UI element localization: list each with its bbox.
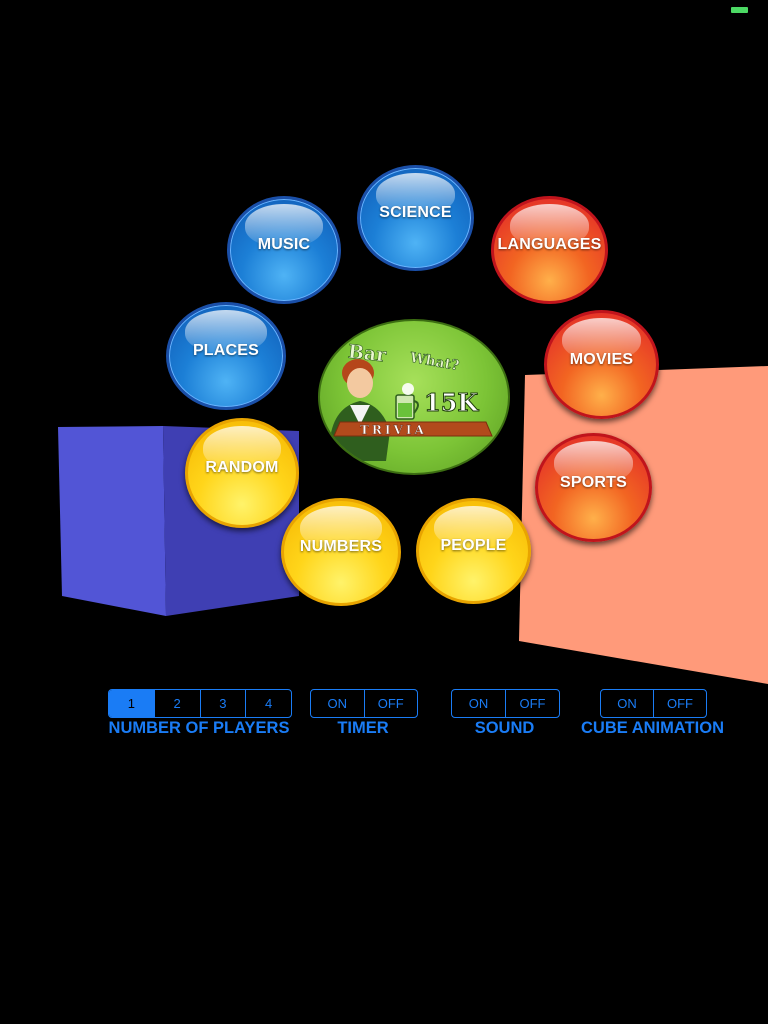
players-option-4[interactable]: 4 xyxy=(245,690,291,717)
places-label: PLACES xyxy=(192,342,260,359)
cube-animation-label: CUBE ANIMATION xyxy=(581,719,724,737)
music-label: MUSIC xyxy=(257,236,311,253)
sound-label: SOUND xyxy=(474,719,535,737)
players-option-3[interactable]: 3 xyxy=(199,690,246,717)
timer-off[interactable]: OFF xyxy=(363,690,418,717)
sports-label: SPORTS xyxy=(560,473,627,491)
blue-cube-front xyxy=(58,426,166,616)
science-button[interactable]: SCIENCE xyxy=(357,165,474,271)
sound-control[interactable]: ON OFF xyxy=(451,689,560,718)
cube-animation-off[interactable]: OFF xyxy=(653,690,706,717)
cube-animation-on[interactable]: ON xyxy=(617,696,637,711)
timer-control[interactable]: ON OFF xyxy=(310,689,418,718)
sound-off[interactable]: OFF xyxy=(505,690,559,717)
number-of-players-control[interactable]: 1 2 3 4 xyxy=(108,689,292,718)
people-button[interactable]: PEOPLE xyxy=(416,498,531,604)
logo-bar-text: Bar xyxy=(347,341,388,367)
science-label: SCIENCE xyxy=(379,204,452,221)
players-option-2[interactable]: 2 xyxy=(153,690,200,717)
numbers-button[interactable]: NUMBERS xyxy=(281,498,401,606)
bar-what-trivia-logo: Bar What? 15K TRIVIA xyxy=(318,319,510,475)
players-option-1[interactable]: 1 xyxy=(109,690,154,717)
number-of-players-label: NUMBER OF PLAYERS xyxy=(108,719,290,737)
languages-button[interactable]: LANGUAGES xyxy=(491,196,608,304)
sports-button[interactable]: SPORTS xyxy=(535,433,652,542)
logo-what-text: What? xyxy=(408,350,461,375)
places-button[interactable]: PLACES xyxy=(166,302,286,410)
numbers-label: NUMBERS xyxy=(299,538,383,555)
languages-label: LANGUAGES xyxy=(497,236,602,253)
movies-button[interactable]: MOVIES xyxy=(544,310,659,419)
people-label: PEOPLE xyxy=(440,537,507,554)
timer-on[interactable]: ON xyxy=(327,696,348,711)
sound-on[interactable]: ON xyxy=(468,696,489,711)
random-button[interactable]: RANDOM xyxy=(185,418,299,528)
movies-label: MOVIES xyxy=(569,350,634,368)
battery-icon xyxy=(731,7,748,13)
music-button[interactable]: MUSIC xyxy=(227,196,341,304)
random-label: RANDOM xyxy=(205,459,279,476)
cube-animation-control[interactable]: ON OFF xyxy=(600,689,707,718)
logo-count-text: 15K xyxy=(424,388,479,417)
timer-label: TIMER xyxy=(337,719,389,737)
logo-trivia-text: TRIVIA xyxy=(360,423,427,437)
